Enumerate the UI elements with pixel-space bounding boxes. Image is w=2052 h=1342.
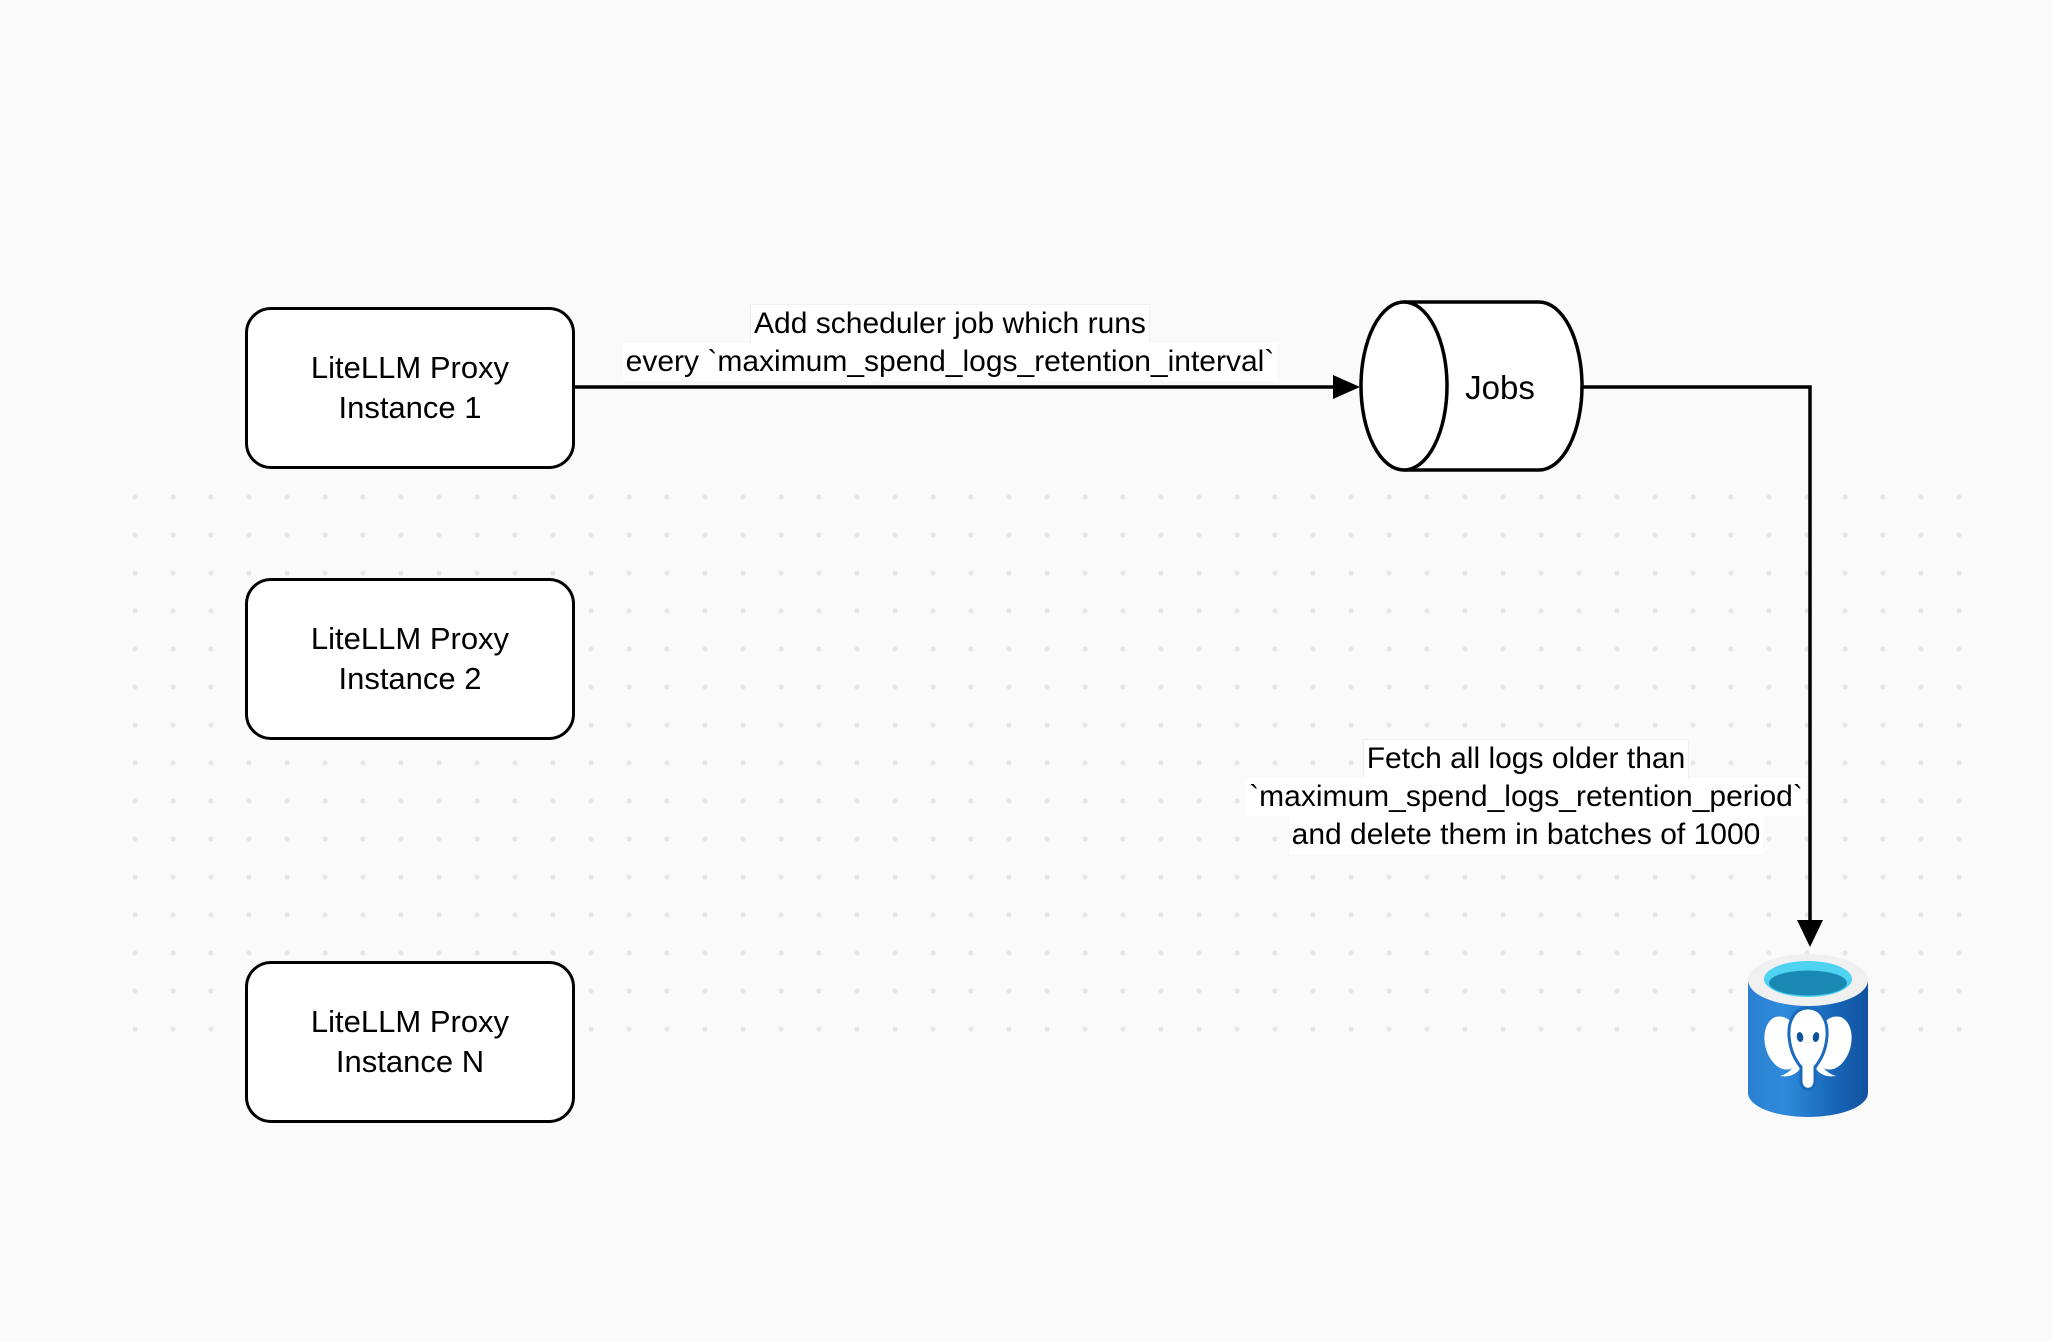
node-label-line2: Instance N <box>335 1044 485 1079</box>
scheduler-edge-arrowhead-icon <box>1333 375 1360 399</box>
jobs-to-db-edge-line <box>1582 385 1812 921</box>
jobs-cylinder-body <box>1404 300 1584 472</box>
edge-label-fetch-delete: Fetch all logs older than `maximum_spend… <box>1226 739 1826 854</box>
jobs-to-db-arrowhead-icon <box>1797 920 1823 947</box>
db-cylinder-opening-shadow <box>1769 970 1847 996</box>
edge-label-fetch-line1: Fetch all logs older than <box>1362 739 1690 779</box>
node-label-line1: LiteLLM Proxy <box>310 1004 510 1039</box>
edge-label-fetch-line3: and delete them in batches of 1000 <box>1288 816 1764 854</box>
node-litellm-proxy-instance-1: LiteLLM Proxy Instance 1 <box>245 307 575 469</box>
jobs-cylinder-face <box>1359 300 1449 472</box>
edge-label-fetch-line2: `maximum_spend_logs_retention_period` <box>1246 778 1806 816</box>
elephant-right-eye <box>1812 1032 1820 1042</box>
edge-label-scheduler-line2: every `maximum_spend_logs_retention_inte… <box>622 343 1278 381</box>
node-label-line2: Instance 2 <box>338 661 482 696</box>
postgresql-database-icon <box>1748 954 1868 1117</box>
jobs-node-label: Jobs <box>1465 369 1535 406</box>
edge-label-scheduler: Add scheduler job which runs every `maxi… <box>600 304 1300 381</box>
node-label-line1: LiteLLM Proxy <box>310 621 510 656</box>
node-litellm-proxy-instance-n: LiteLLM Proxy Instance N <box>245 961 575 1123</box>
elephant-left-eye <box>1796 1032 1804 1042</box>
node-label-line1: LiteLLM Proxy <box>310 350 510 385</box>
postgres-elephant-icon <box>1764 1006 1852 1091</box>
node-label-line2: Instance 1 <box>338 390 482 425</box>
node-litellm-proxy-instance-2: LiteLLM Proxy Instance 2 <box>245 578 575 740</box>
edge-label-scheduler-line1: Add scheduler job which runs <box>750 304 1150 344</box>
